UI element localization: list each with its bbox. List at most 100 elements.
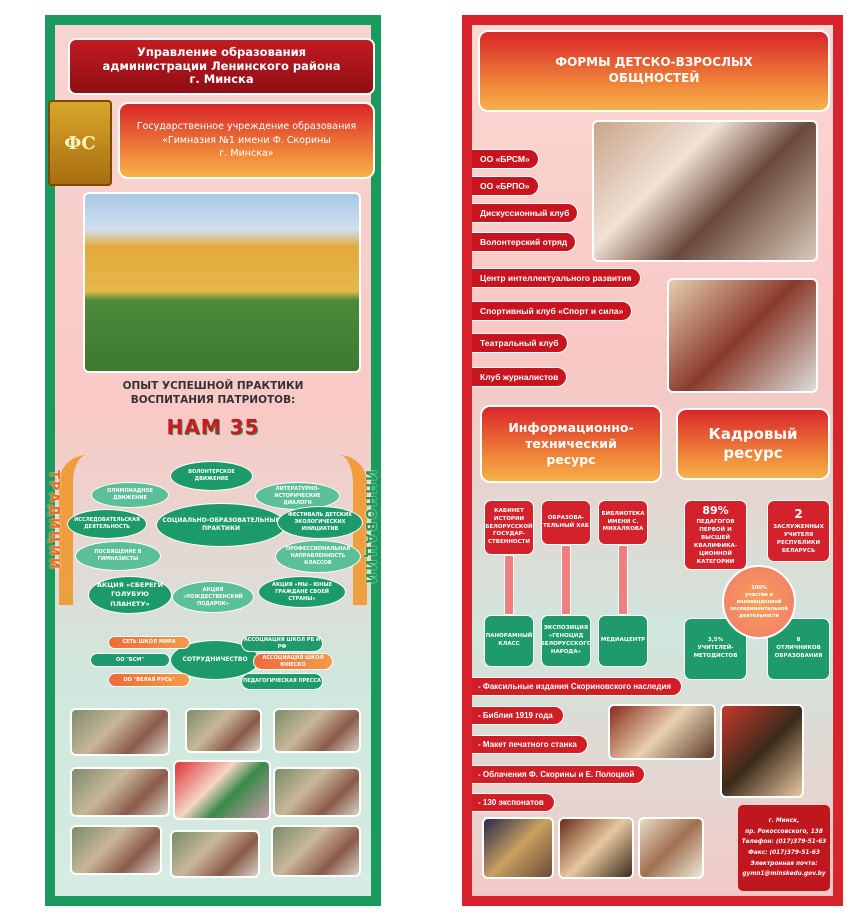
partner-item: ПЕДАГОГИЧЕСКАЯ ПРЕССА: [241, 673, 323, 690]
stat-value: 89%: [702, 504, 729, 518]
event-photo: [185, 708, 262, 753]
school-building-photo: [83, 192, 361, 373]
practice-item: ОЛИМПИАДНОЕ ДВИЖЕНИЕ: [91, 482, 169, 508]
form-item: Спортивный клуб «Спорт и сила»: [472, 301, 633, 321]
address-city: г. Минск,: [768, 817, 800, 824]
info-resource-item: ПАНОРАМНЫЙ КЛАСС: [484, 615, 534, 667]
info-resource-title: Информационно- технический ресурс: [480, 405, 662, 483]
header-line: Управление образования: [136, 44, 307, 59]
museum-item: - Макет печатного станка: [472, 735, 588, 754]
traditions-label: ТРАДИЦИИ: [46, 470, 61, 571]
practice-item: АКЦИЯ «СБЕРЕГИ ГОЛУБУЮ ПЛАНЕТУ»: [88, 576, 172, 614]
form-item: Волонтерский отряд: [472, 232, 577, 252]
museum-item: - 130 экспонатов: [472, 793, 555, 812]
left-banner: Управление образования администрации Лен…: [45, 15, 381, 906]
fax: Факс: (017)379-51-63: [748, 850, 820, 856]
practice-item: ПОСВЯЩЕНИЕ В ГИМНАЗИСТЫ: [75, 541, 161, 571]
institution-line: Государственное учреждение образования: [136, 120, 357, 132]
practice-item: ИССЛЕДОВАТЕЛЬСКАЯ ДЕЯТЕЛЬНОСТЬ: [67, 509, 147, 539]
stat-text: участие в инновационной экспериментально…: [730, 591, 788, 619]
partner-item: АССОЦИАЦИЯ ШКОЛ ЮНЕСКО: [253, 653, 333, 670]
title-line: Информационно-: [508, 419, 634, 435]
exhibit-photo: [558, 817, 634, 879]
title-line: Кадровый: [708, 424, 798, 443]
form-item: ОО «БРСМ»: [472, 149, 539, 169]
practice-item: ВОЛОНТЕРСКОЕ ДВИЖЕНИЕ: [170, 461, 253, 491]
title-line: технический: [525, 435, 617, 451]
event-photo: [271, 825, 361, 877]
innovations-label: ИННОВАЦИИ: [362, 470, 377, 586]
innovation-arrow: [339, 455, 367, 605]
practice-item: ФЕСТИВАЛЬ ДЕТСКИХ ЭКОЛОГИЧЕСКИХ ИНИЦИАТИ…: [277, 506, 363, 539]
exhibit-photo: [638, 817, 704, 879]
title-line: ресурс: [723, 444, 783, 462]
exhibit-photo: [482, 817, 554, 879]
partner-item: СЕТЬ ШКОЛ МИРА: [108, 636, 190, 649]
printing-press-photo: [608, 704, 716, 760]
practices-center: СОЦИАЛЬНО-ОБРАЗОВАТЕЛЬНЫЕ ПРАКТИКИ: [156, 503, 286, 547]
info-resource-item: ЭКСПОЗИЦИЯ «ГЕНОЦИД БЕЛОРУССКОГО НАРОДА»: [541, 615, 591, 667]
skaryna-costume-photo: [720, 704, 804, 798]
info-resource-item: ОБРАЗОВА-ТЕЛЬНЫЙ ХАБ: [541, 500, 591, 545]
form-item: Театральный клуб: [472, 333, 568, 353]
partner-item: ОО "БСМ": [90, 653, 170, 667]
double-arrow-icon: [504, 555, 514, 615]
museum-item: - Факсильные издания Скориновского насле…: [472, 677, 683, 696]
phone: Телефон: (017)379-51-63: [741, 839, 827, 846]
gymnasium-logo: ФС: [48, 100, 112, 186]
event-photo: [70, 767, 170, 817]
museum-visit-photo: [667, 278, 818, 393]
stat-text: ОТЛИЧНИКОВ ОБРАЗОВАНИЯ: [774, 645, 823, 659]
stat-text: ЗАСЛУЖЕННЫХ УЧИТЕЛЯ РЕСПУБЛИКИ БЕЛАРУСЬ: [773, 523, 824, 554]
event-photo: [173, 760, 271, 820]
staff-stat: 2 ЗАСЛУЖЕННЫХ УЧИТЕЛЯ РЕСПУБЛИКИ БЕЛАРУС…: [767, 500, 830, 562]
stat-text: ПЕДАГОГОВ ПЕРВОЙ И ВЫСШЕЙ КВАЛИФИКА-ЦИОН…: [693, 519, 738, 565]
address-street: пр. Рокоссовского, 138: [745, 828, 823, 835]
contact-info: г. Минск, пр. Рокоссовского, 138 Телефон…: [738, 805, 830, 891]
institution-title: Государственное учреждение образования «…: [118, 102, 375, 179]
stat-value: 8: [796, 637, 801, 644]
institution-line: «Гимназия №1 имени Ф. Скорины: [162, 134, 331, 146]
partner-item: АССОЦИАЦИЯ ШКОЛ РБ И РФ: [241, 635, 323, 652]
department-header: Управление образования администрации Лен…: [68, 38, 375, 95]
museum-item: - Библия 1919 года: [472, 706, 564, 725]
info-resource-item: КАБИНЕТ ИСТОРИИ БЕЛОРУССКОЙ ГОСУДАР-СТВЕ…: [484, 500, 534, 555]
event-photo: [273, 767, 361, 817]
title-line: ФОРМЫ ДЕТСКО-ВЗРОСЛЫХ: [555, 55, 753, 70]
event-photo: [273, 708, 361, 753]
slogan: НАМ 35: [166, 415, 260, 439]
double-arrow-icon: [618, 545, 628, 615]
staff-resource-title: Кадровый ресурс: [676, 408, 830, 480]
form-item: ОО «БРПО»: [472, 176, 539, 196]
stat-value: 3,5%: [707, 637, 724, 644]
header-line: администрации Ленинского района: [102, 58, 341, 73]
institution-line: г. Минска»: [219, 148, 274, 160]
title-line: ресурс: [546, 452, 596, 468]
event-photo: [70, 825, 162, 875]
practice-item: АКЦИЯ «МЫ - ЮНЫЕ ГРАЖДАНЕ СВОЕЙ СТРАНЫ»: [258, 576, 346, 608]
practice-title: ОПЫТ УСПЕШНОЙ ПРАКТИКИ ВОСПИТАНИЯ ПАТРИО…: [45, 380, 381, 407]
practice-item: АКЦИЯ «РОЖДЕСТВЕНСКИЙ ПОДАРОК»: [172, 581, 254, 613]
forms-title: ФОРМЫ ДЕТСКО-ВЗРОСЛЫХ ОБЩНОСТЕЙ: [478, 30, 830, 112]
form-item: Клуб журналистов: [472, 367, 568, 387]
email: gymn1@minskedu.gov.by: [742, 871, 826, 878]
tradition-arrow: [59, 455, 87, 605]
email-label: Электронная почта:: [750, 860, 818, 867]
innovation-participation: 100% участие в инновационной эксперимент…: [722, 565, 796, 639]
double-arrow-icon: [561, 545, 571, 615]
stat-text: УЧИТЕЛЕЙ-МЕТОДИСТОВ: [693, 645, 738, 659]
practice-item: ПРОФЕССИОНАЛЬНАЯ НАПРАВЛЕННОСТЬ КЛАССОВ: [275, 540, 361, 573]
title-line: ОБЩНОСТЕЙ: [608, 71, 700, 85]
header-line: г. Минска: [189, 72, 254, 87]
info-resource-item: МЕДИАЦЕНТР: [598, 615, 648, 667]
museum-item: - Облачения Ф. Скорины и Е. Полоцкой: [472, 765, 646, 784]
event-photo: [70, 708, 170, 756]
practice-title-line: ВОСПИТАНИЯ ПАТРИОТОВ:: [130, 393, 296, 406]
form-item: Центр интеллектуального развития: [472, 268, 641, 288]
form-item: Дискуссионный клуб: [472, 203, 579, 223]
right-banner: ФОРМЫ ДЕТСКО-ВЗРОСЛЫХ ОБЩНОСТЕЙ ОО «БРСМ…: [462, 15, 843, 906]
stat-value: 2: [794, 507, 803, 522]
partner-item: ОО "БЕЛАЯ РУСЬ": [108, 673, 190, 687]
staff-stat: 89% ПЕДАГОГОВ ПЕРВОЙ И ВЫСШЕЙ КВАЛИФИКА-…: [684, 500, 747, 570]
stat-value: 100%: [751, 584, 767, 591]
